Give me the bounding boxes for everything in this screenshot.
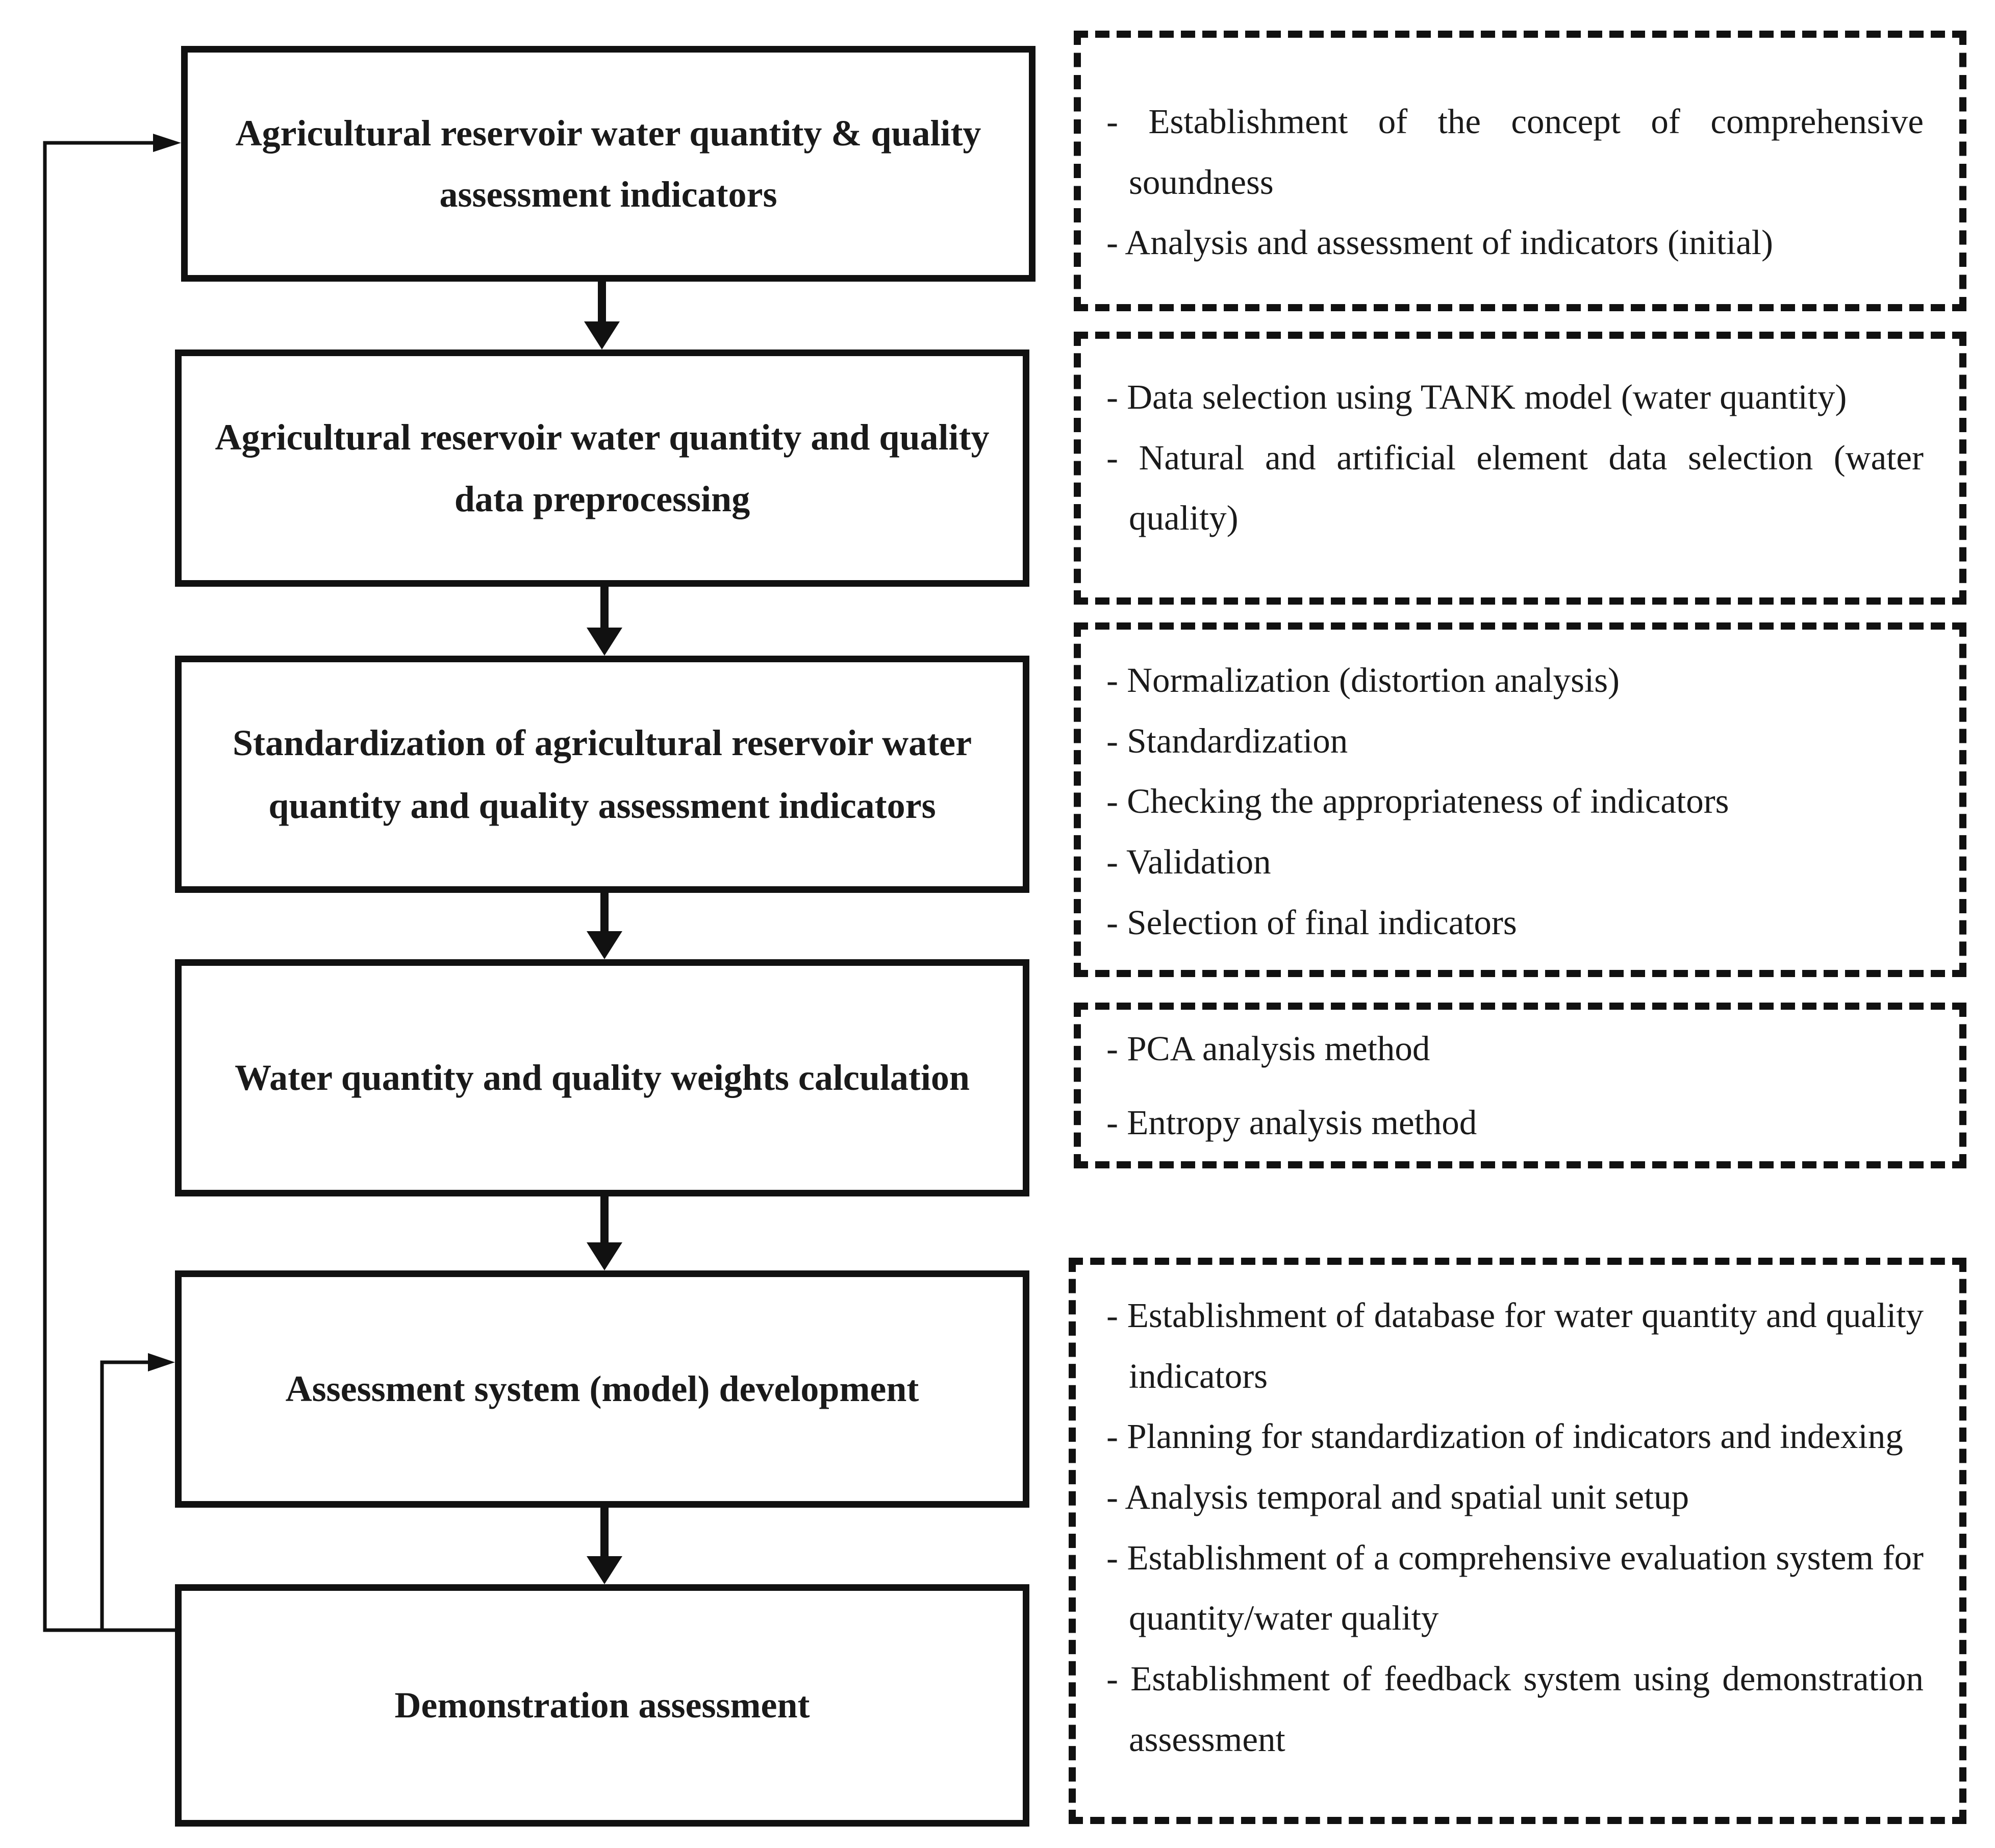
step-data-preprocessing-label: Agricultural reservoir water quantity an… — [215, 417, 990, 519]
note-item: - Data selection using TANK model (water… — [1106, 378, 1847, 416]
step-model-development-label: Assessment system (model) development — [285, 1368, 919, 1410]
step-standardization-label: Standardization of agricultural reservoi… — [232, 722, 972, 826]
step-weights-calculation-label: Water quantity and quality weights calcu… — [235, 1057, 970, 1098]
note-item: - Analysis temporal and spatial unit set… — [1106, 1478, 1689, 1517]
note-weights-calculation: - PCA analysis method - Entropy analysis… — [1074, 1003, 1966, 1168]
note-indicators: - Establishment of the concept of compre… — [1074, 31, 1966, 311]
step-standardization: Standardization of agricultural reservoi… — [175, 656, 1029, 893]
step-demonstration-label: Demonstration assessment — [394, 1685, 810, 1726]
feedback-arrow-to-step-1 — [43, 134, 181, 1632]
step-model-development: Assessment system (model) development — [175, 1270, 1029, 1508]
note-data-preprocessing: - Data selection using TANK model (water… — [1074, 332, 1966, 605]
step-data-preprocessing: Agricultural reservoir water quantity an… — [175, 349, 1029, 587]
note-item: - Analysis and assessment of indicators … — [1106, 223, 1773, 262]
note-item: - Selection of final indicators — [1106, 903, 1517, 942]
note-item: - Planning for standardization of indica… — [1106, 1417, 1903, 1456]
note-item: - Establishment of the concept of compre… — [1106, 102, 1924, 202]
note-item: - Validation — [1106, 842, 1271, 882]
note-item: - Standardization — [1106, 721, 1348, 760]
flow-arrow-4-5 — [587, 1196, 622, 1270]
note-model-development: - Establishment of database for water qu… — [1069, 1258, 1966, 1824]
step-weights-calculation: Water quantity and quality weights calcu… — [175, 959, 1029, 1196]
flow-arrow-1-2 — [584, 282, 620, 349]
note-item: - Entropy analysis method — [1106, 1103, 1477, 1142]
flow-arrow-5-6 — [587, 1508, 622, 1584]
note-item: - Checking the appropriateness of indica… — [1106, 782, 1729, 821]
step-indicators-label: Agricultural reservoir water quantity & … — [235, 112, 981, 215]
feedback-arrow-to-step-5 — [100, 1353, 175, 1632]
note-item: - PCA analysis method — [1106, 1029, 1430, 1068]
note-item: - Establishment of feedback system using… — [1106, 1659, 1924, 1759]
step-indicators: Agricultural reservoir water quantity & … — [181, 46, 1036, 282]
note-standardization: - Normalization (distortion analysis) - … — [1074, 622, 1966, 977]
flow-arrow-2-3 — [587, 587, 622, 656]
step-demonstration: Demonstration assessment — [175, 1584, 1029, 1827]
note-item: - Establishment of a comprehensive evalu… — [1106, 1538, 1924, 1638]
note-item: - Establishment of database for water qu… — [1106, 1296, 1924, 1395]
note-item: - Normalization (distortion analysis) — [1106, 661, 1620, 700]
note-item: - Natural and artificial element data se… — [1106, 438, 1924, 538]
flow-arrow-3-4 — [587, 893, 622, 959]
